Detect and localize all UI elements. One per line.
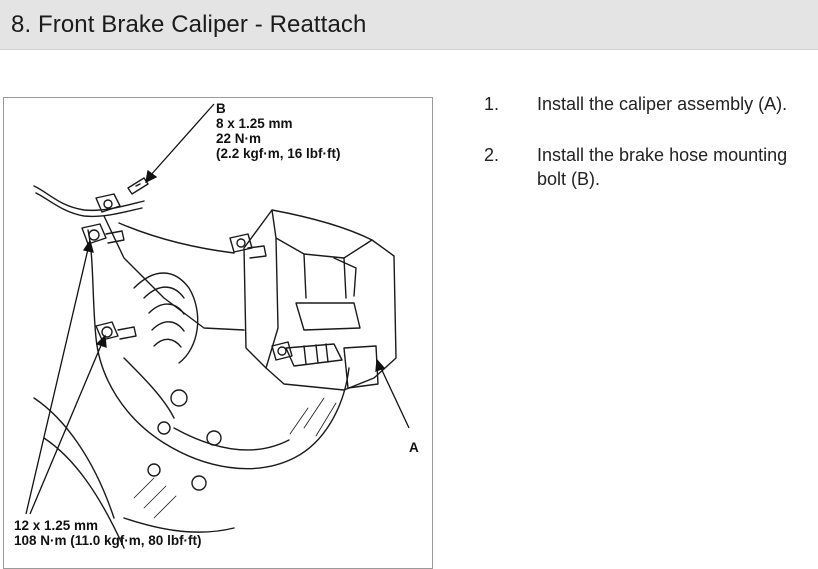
- callout-bolts-torque: 108 N·m (11.0 kgf·m, 80 lbf·ft): [14, 533, 202, 548]
- step-text: Install the brake hose mounting bolt (B)…: [537, 145, 788, 189]
- section-header: 8. Front Brake Caliper - Reattach: [0, 0, 818, 50]
- callout-b-size: 8 x 1.25 mm: [216, 116, 293, 131]
- step-number: 2.: [484, 145, 500, 165]
- illustration-panel: B 8 x 1.25 mm 22 N·m (2.2 kgf·m, 16 lbf·…: [3, 97, 433, 569]
- page-title: 8. Front Brake Caliper - Reattach: [11, 11, 367, 38]
- callout-bolts-size: 12 x 1.25 mm: [14, 518, 99, 533]
- callout-a: A: [409, 440, 419, 455]
- step-item: 1. Install the caliper assembly (A).: [484, 92, 814, 116]
- callout-knuckle-bolts: 12 x 1.25 mm 108 N·m (11.0 kgf·m, 80 lbf…: [14, 518, 202, 548]
- callout-b-letter: B: [216, 101, 226, 116]
- step-item: 2. Install the brake hose mounting bolt …: [484, 143, 814, 191]
- caliper-diagram: [25, 103, 410, 549]
- callout-b-torque: 22 N·m: [216, 131, 262, 146]
- callout-a-letter: A: [409, 440, 419, 455]
- step-list: 1. Install the caliper assembly (A). 2. …: [484, 92, 814, 191]
- callout-b-torque-alt: (2.2 kgf·m, 16 lbf·ft): [216, 146, 341, 161]
- step-text: Install the caliper assembly (A).: [537, 94, 788, 114]
- step-number: 1.: [484, 94, 500, 114]
- callout-b: B 8 x 1.25 mm 22 N·m (2.2 kgf·m, 16 lbf·…: [216, 101, 341, 161]
